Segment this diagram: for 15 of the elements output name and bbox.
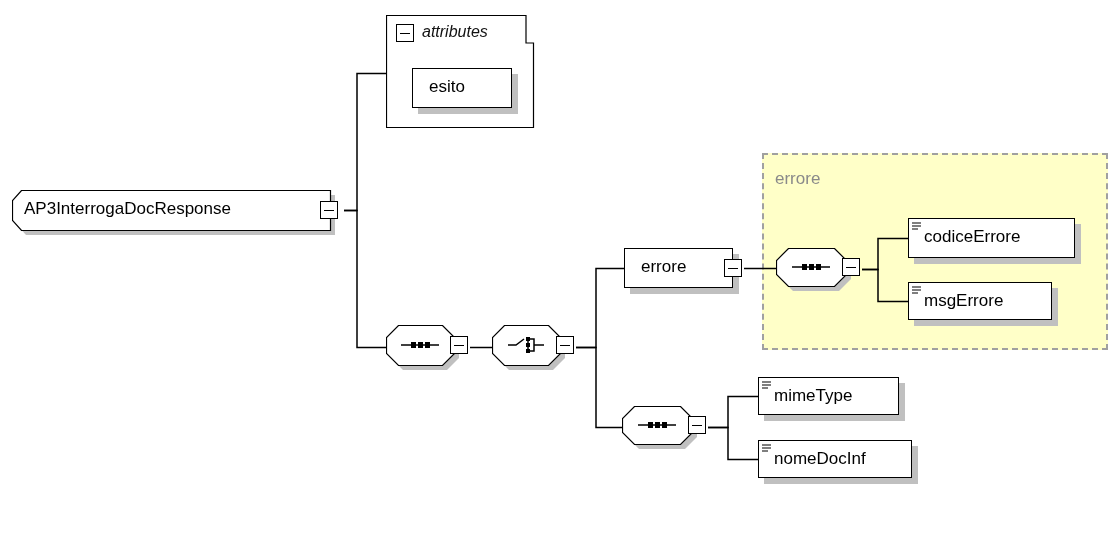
attributes-label: attributes: [422, 22, 488, 42]
element-name: esito: [429, 77, 465, 97]
connector-line: [343, 209, 387, 349]
element-name: codiceErrore: [924, 227, 1021, 247]
element-name: AP3InterrogaDocResponse: [24, 199, 231, 219]
element-name: msgErrore: [924, 291, 1004, 311]
connector-line: [575, 346, 623, 429]
element-name: nomeDocInf: [774, 449, 866, 469]
element-name: errore: [641, 257, 687, 277]
connector-line: [743, 267, 777, 270]
connector-line: [707, 426, 759, 461]
element-name: mimeType: [774, 386, 853, 406]
connector-line: [861, 268, 909, 303]
connector-line: [469, 346, 493, 349]
type-name: errore: [775, 169, 821, 189]
